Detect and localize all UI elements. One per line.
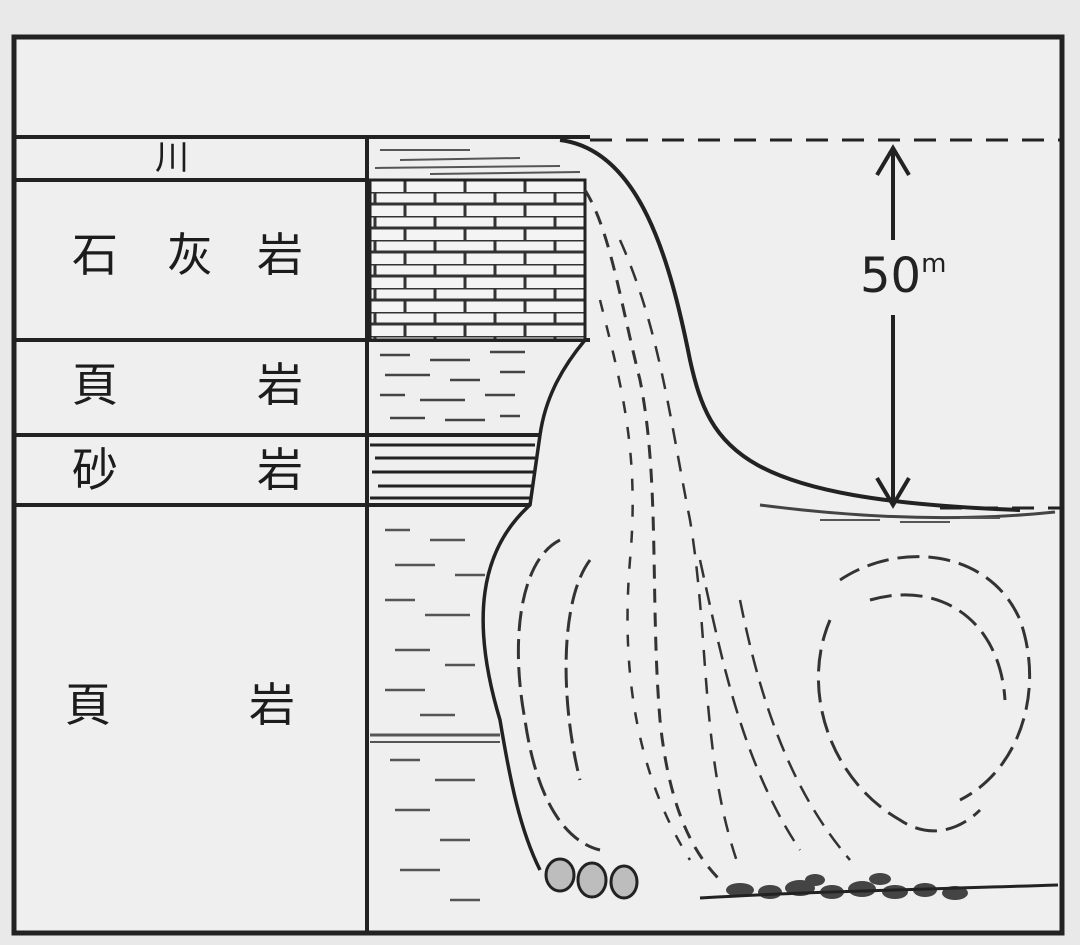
spray-right bbox=[816, 555, 1032, 833]
label-shale-upper-2: 岩 bbox=[257, 358, 303, 412]
height-unit: m bbox=[921, 249, 947, 279]
river-bed bbox=[374, 149, 581, 175]
label-sandstone-1: 砂 bbox=[72, 443, 118, 497]
label-shale-lower-2: 岩 bbox=[249, 678, 295, 732]
falling-water-outer bbox=[559, 138, 1021, 512]
upper-shale-layer bbox=[380, 350, 525, 422]
label-limestone-3: 岩 bbox=[257, 228, 303, 282]
spray-center bbox=[698, 559, 851, 861]
height-label: 50m bbox=[860, 248, 946, 304]
legend-boundaries bbox=[14, 135, 590, 507]
ground-line bbox=[699, 883, 1059, 900]
height-arrow bbox=[875, 144, 911, 509]
label-limestone-1: 石 bbox=[72, 228, 118, 282]
boulders bbox=[544, 857, 639, 900]
label-river: 川 bbox=[155, 138, 189, 178]
label-sandstone-2: 岩 bbox=[257, 443, 303, 497]
label-shale-lower-1: 頁 bbox=[65, 678, 111, 732]
spray-left bbox=[516, 538, 601, 852]
pool-surface bbox=[759, 503, 1056, 520]
label-limestone-2: 灰 bbox=[167, 228, 213, 282]
label-shale-upper-1: 頁 bbox=[72, 358, 118, 412]
limestone-layer bbox=[368, 178, 587, 342]
cliff-face bbox=[481, 338, 587, 871]
height-value: 50 bbox=[860, 248, 922, 304]
sandstone-layer bbox=[370, 443, 535, 500]
lower-shale-layer bbox=[370, 528, 500, 902]
